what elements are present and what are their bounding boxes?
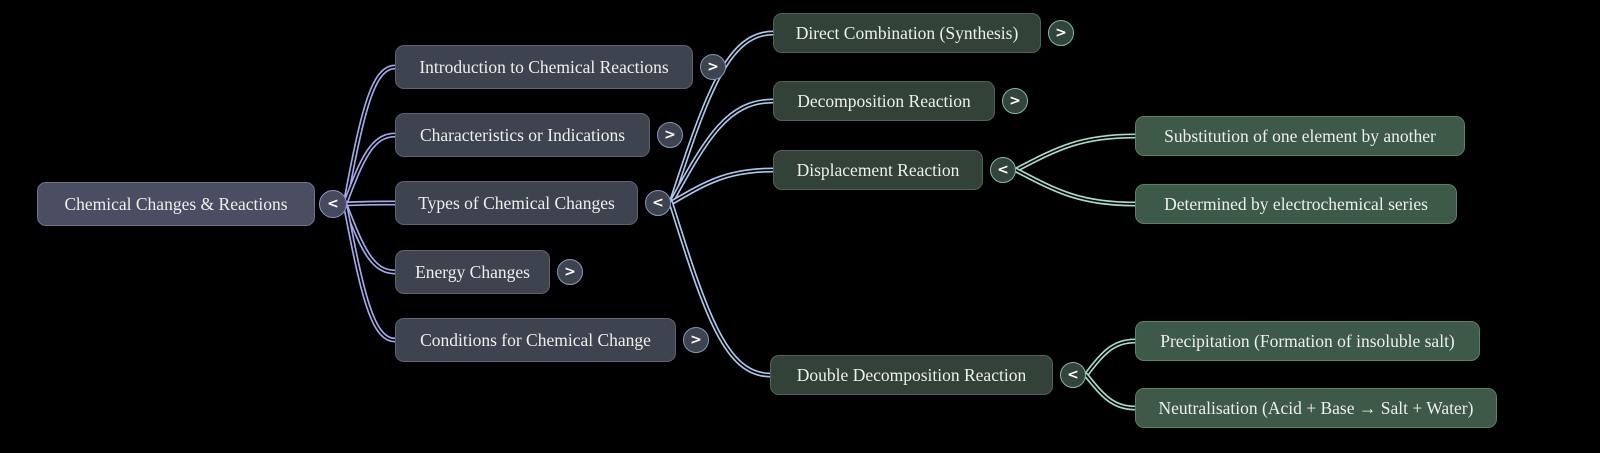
node-label: Characteristics or Indications xyxy=(419,124,626,145)
node-label: Determined by electrochemical series xyxy=(1164,193,1428,214)
node-label: Decomposition Reaction xyxy=(797,90,971,111)
link-root-to-types xyxy=(342,200,398,207)
link-double-decomposition-to-precipitation xyxy=(1083,338,1138,378)
node-substitution-of-one-element[interactable]: Substitution of one element by another xyxy=(1135,116,1465,156)
node-label: Introduction to Chemical Reactions xyxy=(419,56,669,77)
node-neutralisation-acid-base[interactable]: Neutralisation (Acid + Base → Salt + Wat… xyxy=(1135,388,1497,428)
node-label: Neutralisation (Acid + Base → Salt + Wat… xyxy=(1158,397,1474,418)
node-label: Direct Combination (Synthesis) xyxy=(795,22,1019,43)
node-label: Double Decomposition Reaction xyxy=(796,364,1027,385)
node-introduction-to-chemical-reactions[interactable]: Introduction to Chemical Reactions xyxy=(395,45,693,89)
link-root-to-characteristics xyxy=(342,132,398,207)
node-label: Types of Chemical Changes xyxy=(418,192,615,213)
node-label: Substitution of one element by another xyxy=(1164,125,1436,146)
node-label: Energy Changes xyxy=(415,261,530,282)
collapse-toggle-decomposition[interactable]: > xyxy=(1002,88,1028,114)
node-label: Chemical Changes & Reactions xyxy=(64,193,288,214)
node-energy-changes[interactable]: Energy Changes xyxy=(395,250,550,294)
collapse-toggle-displacement[interactable]: < xyxy=(990,157,1016,183)
node-label: Displacement Reaction xyxy=(796,159,960,180)
link-root-to-introduction xyxy=(342,64,398,207)
link-types-to-decomposition xyxy=(668,98,776,206)
link-displacement-to-electrochemical xyxy=(1013,167,1138,207)
node-characteristics-or-indications[interactable]: Characteristics or Indications xyxy=(395,113,650,157)
node-conditions-for-chemical-change[interactable]: Conditions for Chemical Change xyxy=(395,318,676,362)
node-label: Conditions for Chemical Change xyxy=(420,329,651,350)
collapse-toggle-direct-combination[interactable]: > xyxy=(1048,20,1074,46)
node-precipitation-insoluble-salt[interactable]: Precipitation (Formation of insoluble sa… xyxy=(1135,321,1480,361)
link-types-to-displacement xyxy=(668,167,776,206)
link-double-decomposition-to-neutralisation xyxy=(1083,372,1138,411)
node-chemical-changes-reactions[interactable]: Chemical Changes & Reactions xyxy=(37,182,315,226)
collapse-toggle-root[interactable]: < xyxy=(319,190,347,218)
collapse-toggle-types[interactable]: < xyxy=(645,190,671,216)
collapse-toggle-characteristics[interactable]: > xyxy=(657,122,683,148)
node-decomposition-reaction[interactable]: Decomposition Reaction xyxy=(773,81,995,121)
node-types-of-chemical-changes[interactable]: Types of Chemical Changes xyxy=(395,181,638,225)
node-displacement-reaction[interactable]: Displacement Reaction xyxy=(773,150,983,190)
collapse-toggle-introduction[interactable]: > xyxy=(700,54,726,80)
link-displacement-to-substitution xyxy=(1013,133,1138,173)
link-root-to-conditions xyxy=(342,201,398,343)
node-direct-combination-synthesis[interactable]: Direct Combination (Synthesis) xyxy=(773,13,1041,53)
link-types-to-double-decomposition xyxy=(668,200,773,378)
node-double-decomposition-reaction[interactable]: Double Decomposition Reaction xyxy=(770,355,1053,395)
collapse-toggle-energy[interactable]: > xyxy=(557,259,583,285)
node-determined-by-electrochemical-series[interactable]: Determined by electrochemical series xyxy=(1135,184,1457,224)
collapse-toggle-double-decomposition[interactable]: < xyxy=(1060,362,1086,388)
collapse-toggle-conditions[interactable]: > xyxy=(683,327,709,353)
node-label: Precipitation (Formation of insoluble sa… xyxy=(1160,330,1455,351)
